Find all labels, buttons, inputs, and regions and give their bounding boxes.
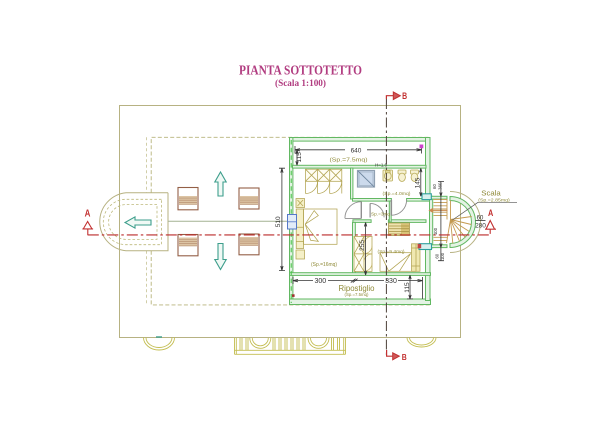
- svg-text:(Sp.=9.4mq): (Sp.=9.4mq): [378, 249, 405, 254]
- svg-text:640: 640: [351, 147, 362, 154]
- svg-text:115: 115: [404, 282, 411, 293]
- svg-text:(Sp.=2.85mq): (Sp.=2.85mq): [478, 197, 510, 202]
- svg-text:145: 145: [415, 177, 422, 188]
- svg-text:100: 100: [433, 227, 438, 235]
- svg-text:(Scala 1:100): (Scala 1:100): [275, 78, 326, 89]
- svg-text:360: 360: [438, 182, 443, 190]
- svg-text:(Sp.=16mq): (Sp.=16mq): [311, 262, 337, 268]
- svg-text:(Sp.=7.5mq): (Sp.=7.5mq): [330, 157, 368, 163]
- svg-text:Sp.=3mq: Sp.=3mq: [371, 212, 390, 217]
- svg-text:B: B: [402, 352, 407, 362]
- svg-text:Scala: Scala: [481, 190, 501, 197]
- svg-text:330: 330: [385, 278, 397, 285]
- svg-text:(Sp.=4.0mq): (Sp.=4.0mq): [383, 191, 412, 196]
- svg-text:B: B: [402, 91, 407, 101]
- svg-text:255: 255: [359, 240, 366, 251]
- svg-text:510: 510: [275, 216, 282, 227]
- svg-text:100: 100: [440, 252, 445, 260]
- svg-text:60: 60: [435, 253, 440, 258]
- svg-text:H=1.6: H=1.6: [375, 163, 387, 168]
- svg-text:300: 300: [314, 278, 326, 285]
- svg-text:Ripostiglio: Ripostiglio: [339, 284, 376, 293]
- svg-text:60: 60: [432, 184, 437, 189]
- svg-text:A: A: [488, 208, 493, 219]
- svg-text:(Sp.=7.5mq): (Sp.=7.5mq): [345, 292, 369, 297]
- svg-text:280: 280: [475, 222, 486, 229]
- svg-text:A: A: [85, 209, 91, 220]
- svg-text:115: 115: [296, 152, 303, 163]
- svg-text:PIANTA SOTTOTETTO: PIANTA SOTTOTETTO: [239, 64, 362, 79]
- svg-text:60: 60: [477, 216, 484, 222]
